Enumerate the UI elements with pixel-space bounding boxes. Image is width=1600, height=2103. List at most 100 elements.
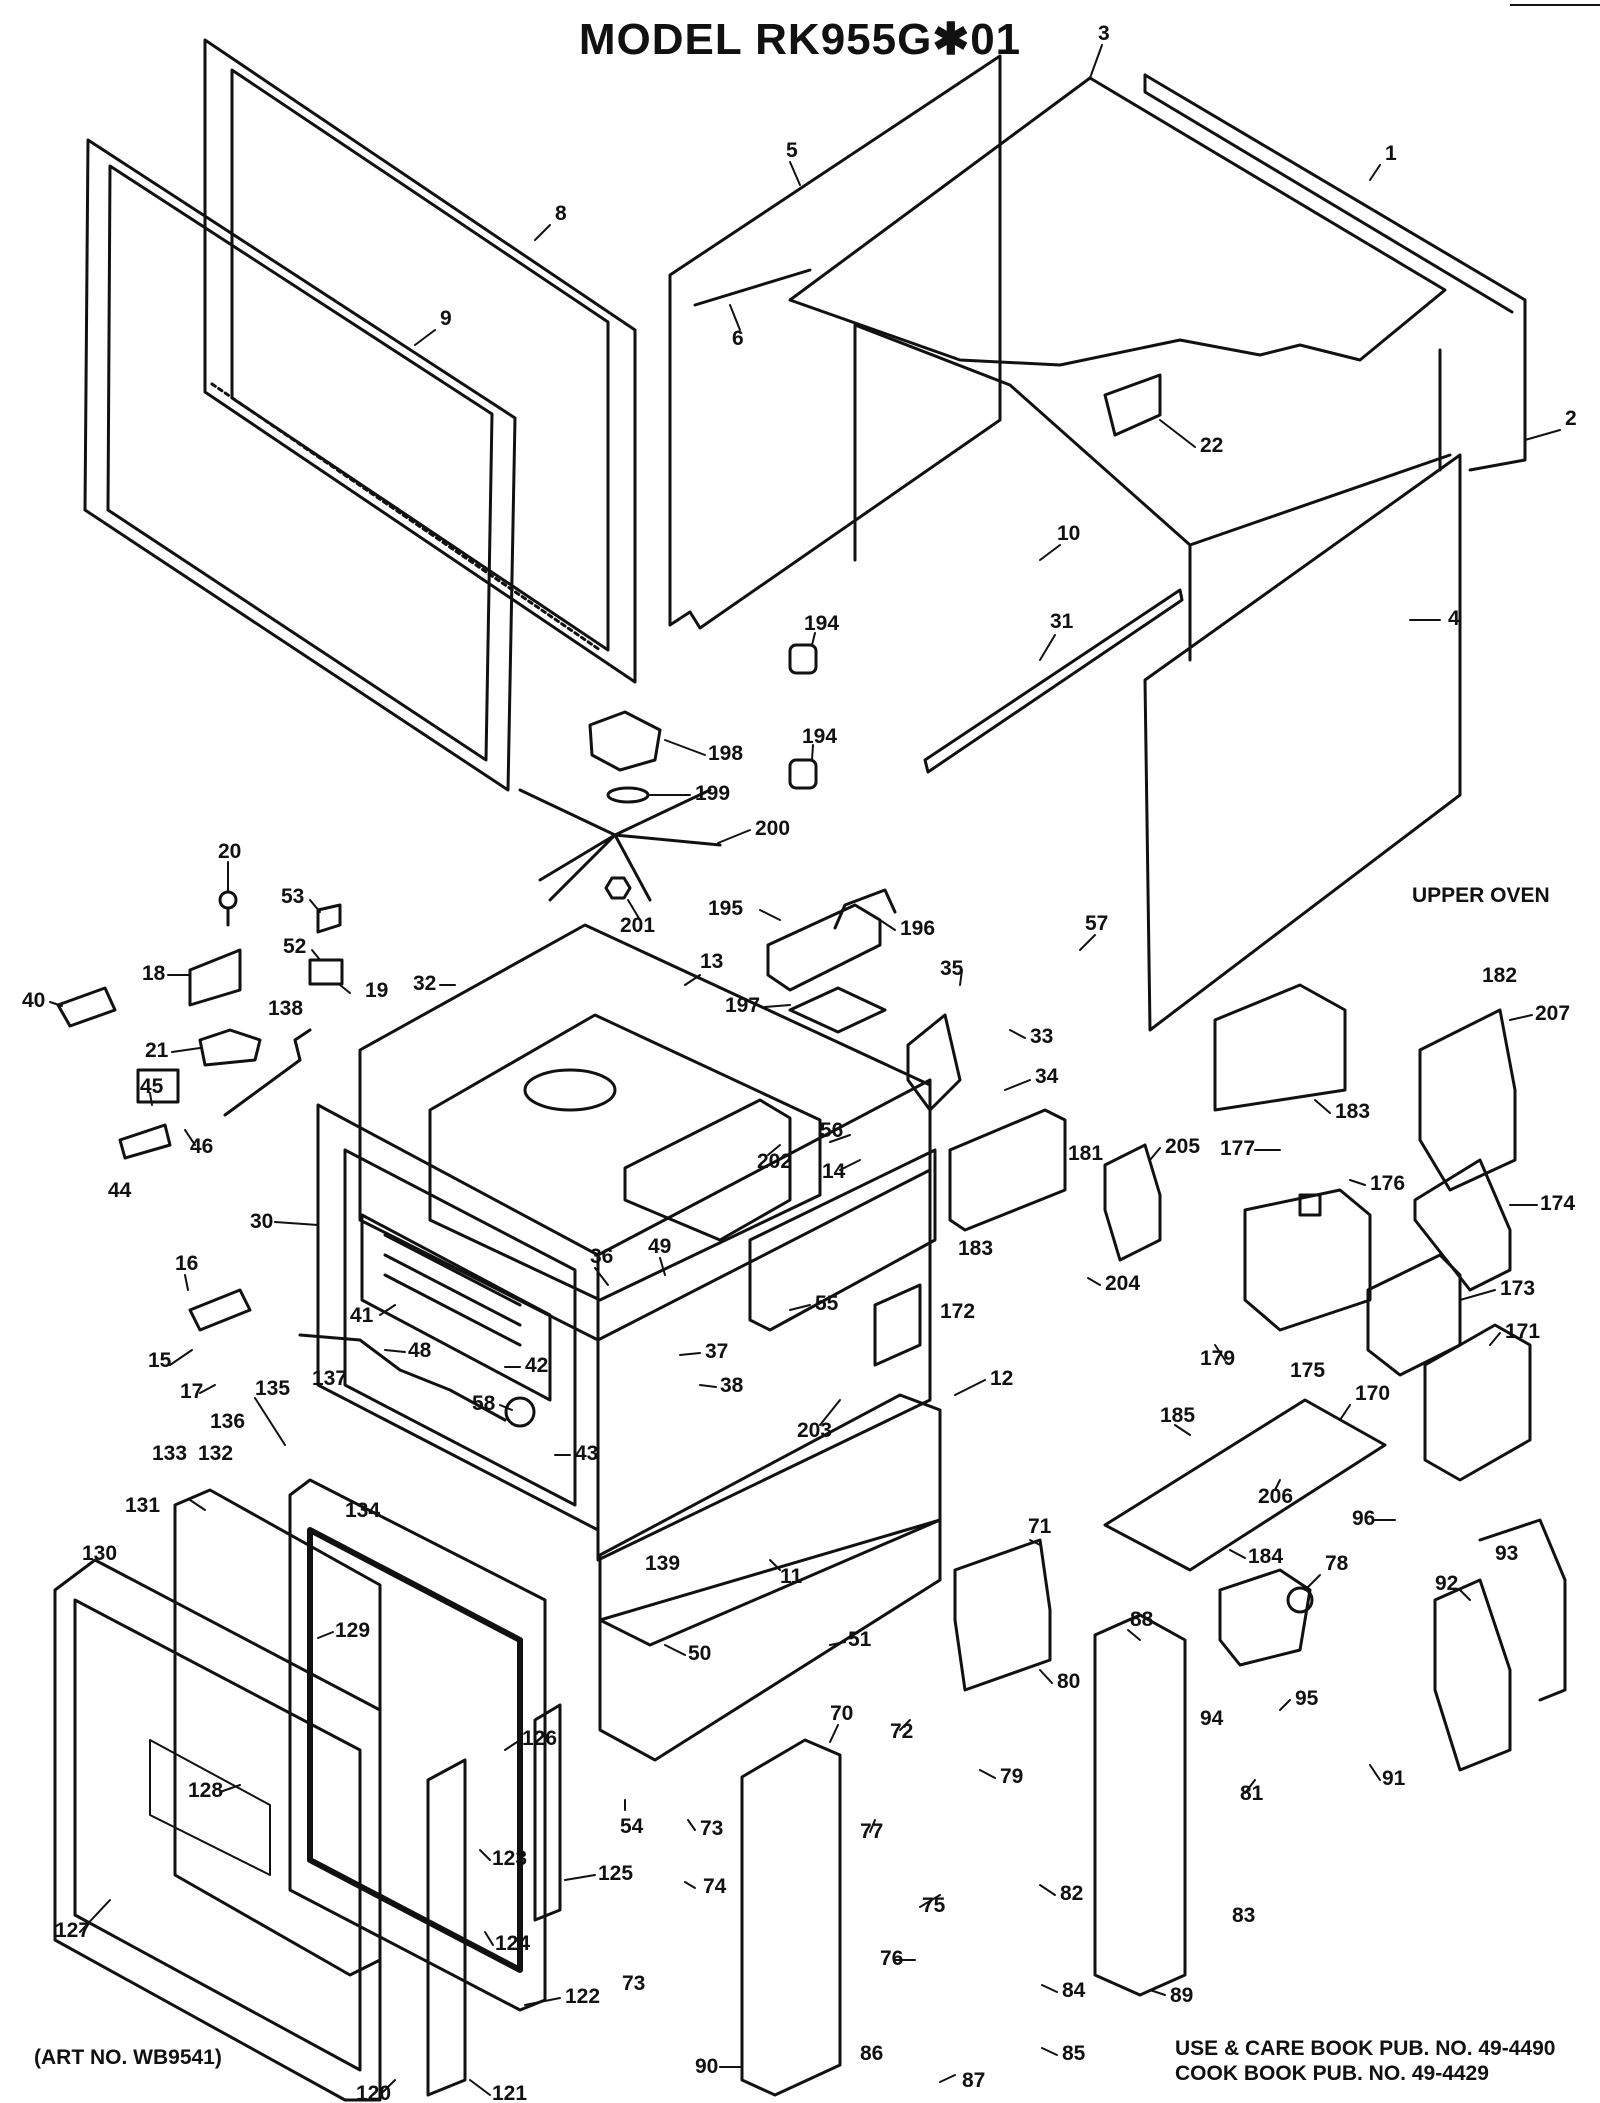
callout-76: 76 (880, 1947, 903, 1970)
magnetron-175 (1243, 1188, 1372, 1332)
callout-87: 87 (962, 2069, 985, 2092)
bracket-183-upper (1213, 983, 1347, 1112)
callout-172: 172 (940, 1300, 975, 1323)
callout-12: 12 (990, 1367, 1013, 1390)
bracket-181 (948, 1108, 1067, 1232)
leader-lines (49, 44, 1561, 2096)
top-panel-3 (788, 76, 1447, 367)
callout-21: 21 (145, 1039, 169, 1062)
duct-183 (748, 1148, 937, 1332)
callout-197: 197 (725, 994, 760, 1017)
oven-cavity-13 (358, 923, 932, 1342)
nut-201 (604, 876, 632, 900)
callout-89: 89 (1170, 1984, 1193, 2007)
callout-36: 36 (590, 1245, 613, 1268)
callout-32: 32 (413, 972, 436, 995)
callout-133: 133 (152, 1442, 187, 1465)
callout-17: 17 (180, 1380, 203, 1403)
callout-10: 10 (1057, 522, 1080, 545)
callout-124: 124 (495, 1932, 530, 1955)
callout-93: 93 (1495, 1542, 1518, 1565)
callout-185: 185 (1160, 1404, 1195, 1427)
callout-95: 95 (1295, 1687, 1319, 1710)
board-170 (1103, 1398, 1387, 1572)
door-frame-8 (203, 38, 637, 684)
bracket-205 (1103, 1143, 1162, 1262)
callout-206: 206 (1258, 1485, 1293, 1508)
callout-75: 75 (922, 1894, 946, 1917)
callout-19: 19 (365, 979, 388, 1002)
callout-56: 56 (820, 1119, 843, 1142)
strip-31 (923, 588, 1184, 774)
callout-134: 134 (345, 1499, 380, 1522)
callout-35: 35 (940, 957, 964, 980)
callout-183-a: 183 (958, 1237, 993, 1260)
callout-196: 196 (900, 917, 935, 940)
callout-49: 49 (648, 1235, 671, 1258)
callout-132: 132 (198, 1442, 233, 1465)
screw-20 (218, 890, 238, 927)
bracket-21 (198, 1028, 262, 1067)
callout-202: 202 (757, 1150, 792, 1173)
callout-173: 173 (1500, 1277, 1535, 1300)
callout-31: 31 (1050, 610, 1074, 633)
shield-71 (953, 1538, 1052, 1692)
corner-rule (1510, 4, 1600, 6)
transformer-mount-172 (873, 1283, 922, 1367)
callout-135: 135 (255, 1377, 290, 1400)
callout-170: 170 (1355, 1382, 1390, 1405)
callout-53: 53 (281, 885, 304, 908)
bracket-44 (118, 1123, 172, 1160)
back-panel-1 (1143, 73, 1527, 472)
callout-90: 90 (695, 2055, 718, 2078)
callout-123: 123 (492, 1847, 527, 1870)
callout-41: 41 (350, 1304, 374, 1327)
callout-130: 130 (82, 1542, 117, 1565)
callout-194-b: 194 (802, 725, 837, 748)
callout-42: 42 (525, 1354, 548, 1377)
callout-181: 181 (1068, 1142, 1103, 1165)
timer-78 (1218, 1568, 1314, 1667)
stirrer-blade-200 (518, 788, 722, 902)
model-title: MODEL RK955G✱01 (578, 15, 1022, 64)
callout-174: 174 (1540, 1192, 1575, 1215)
callout-203: 203 (797, 1419, 832, 1442)
callout-74: 74 (703, 1875, 727, 1898)
inner-panel-41 (360, 1213, 552, 1402)
callout-78: 78 (1325, 1552, 1349, 1575)
floor-11 (598, 1393, 942, 1647)
callout-128: 128 (188, 1779, 223, 1802)
callout-52: 52 (283, 935, 306, 958)
callout-71: 71 (1028, 1515, 1052, 1538)
callout-48: 48 (408, 1339, 432, 1362)
plate-40 (56, 986, 117, 1028)
callout-51: 51 (848, 1628, 872, 1651)
callout-33: 33 (1030, 1025, 1053, 1048)
callout-122: 122 (565, 1985, 600, 2008)
door-hinges (426, 1703, 562, 2097)
callout-43: 43 (575, 1442, 598, 1465)
callout-205: 205 (1165, 1135, 1200, 1158)
callout-120: 120 (356, 2082, 391, 2103)
callout-177: 177 (1220, 1137, 1255, 1160)
callout-77: 77 (860, 1820, 883, 1843)
callout-136: 136 (210, 1410, 245, 1433)
callout-40: 40 (22, 989, 45, 1012)
callout-199: 199 (695, 782, 730, 805)
callout-207: 207 (1535, 1002, 1570, 1025)
clamp-53 (316, 903, 342, 934)
callout-18: 18 (142, 962, 166, 985)
callout-70: 70 (830, 1702, 853, 1725)
callout-45: 45 (140, 1075, 164, 1098)
callout-92: 92 (1435, 1572, 1458, 1595)
control-frame-70 (740, 1738, 842, 2097)
callout-171: 171 (1505, 1320, 1540, 1343)
cook-book: COOK BOOK PUB. NO. 49-4429 (1175, 2062, 1489, 2085)
fan-motor-198 (588, 710, 662, 804)
callout-15: 15 (148, 1349, 172, 1372)
callout-83: 83 (1232, 1904, 1255, 1927)
callout-30: 30 (250, 1210, 273, 1233)
callout-79: 79 (1000, 1765, 1023, 1788)
callout-2: 2 (1565, 407, 1577, 430)
